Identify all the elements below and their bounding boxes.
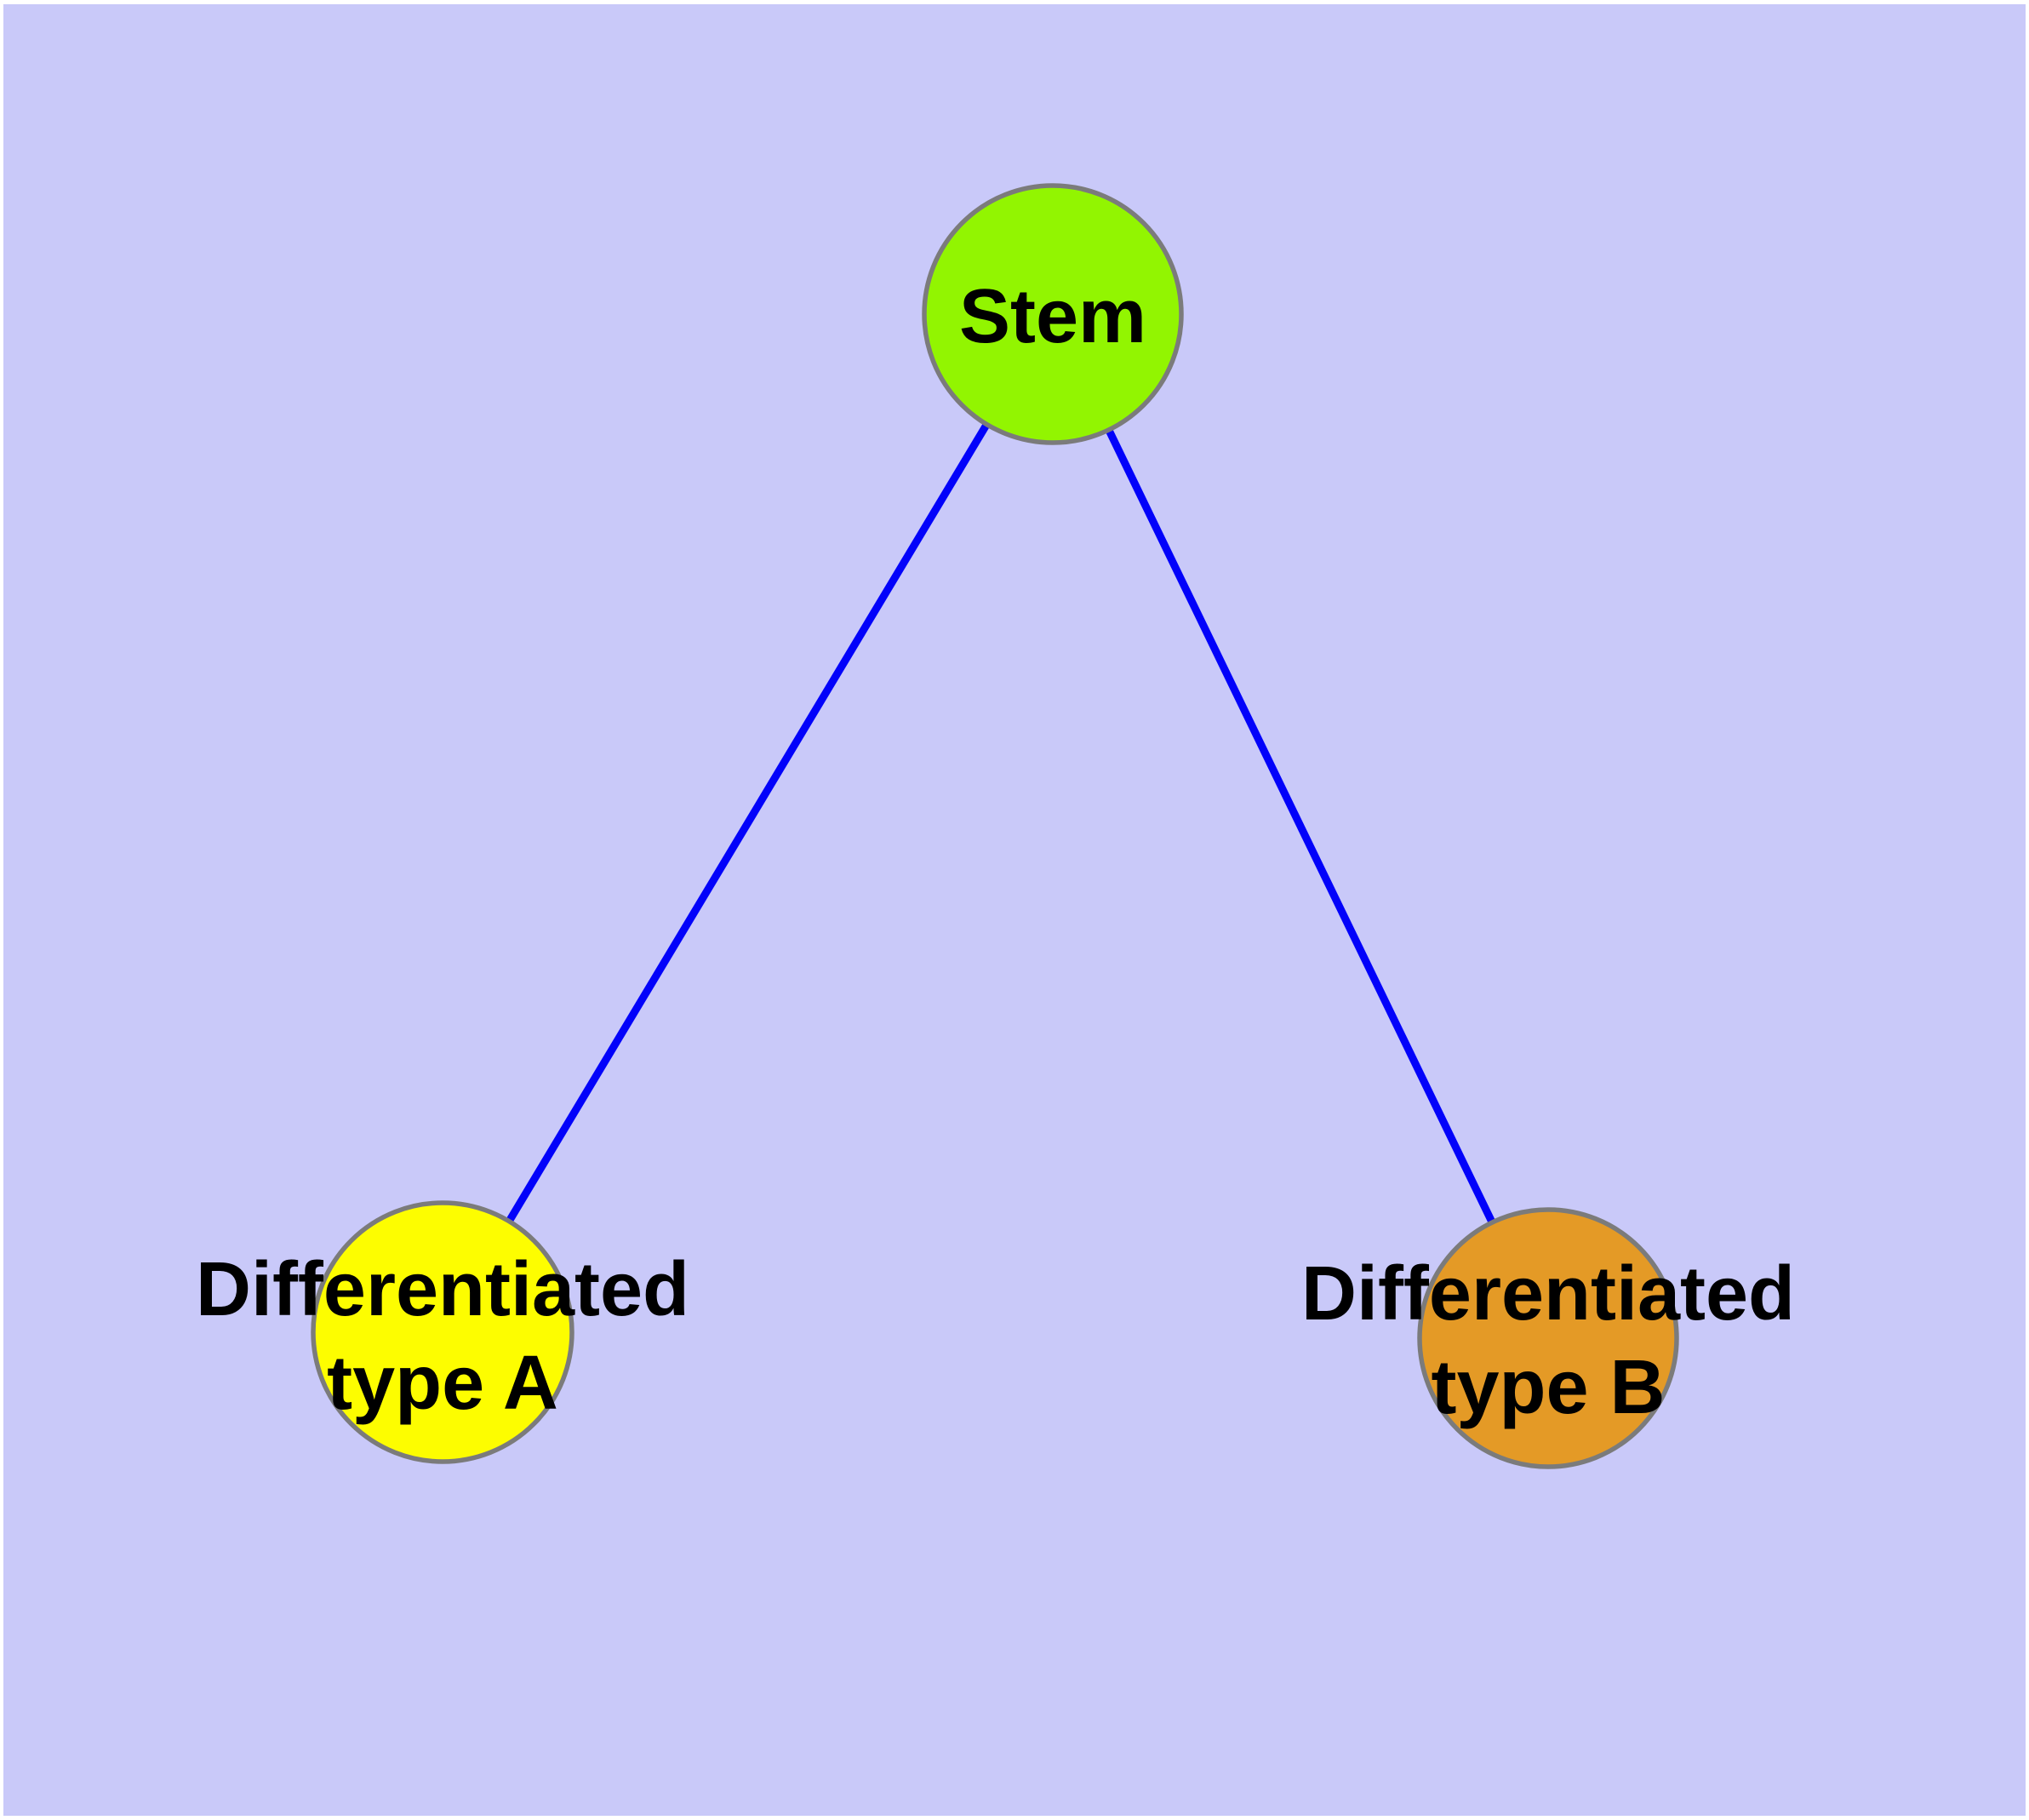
node-type-a-label-line2: type A xyxy=(327,1341,558,1426)
node-type-b-label-line2: type B xyxy=(1431,1345,1665,1430)
node-stem xyxy=(922,183,1184,445)
node-stem-label: Stem xyxy=(959,274,1146,359)
node-type-a-label-line1: Differentiated xyxy=(196,1247,689,1332)
node-differentiated-type-a xyxy=(311,1200,574,1464)
node-differentiated-type-b xyxy=(1417,1207,1679,1469)
node-type-b-label-line1: Differentiated xyxy=(1301,1251,1795,1336)
edge-stem-to-type-a xyxy=(439,312,1056,1335)
edge-stem-to-type-b xyxy=(1049,312,1552,1340)
